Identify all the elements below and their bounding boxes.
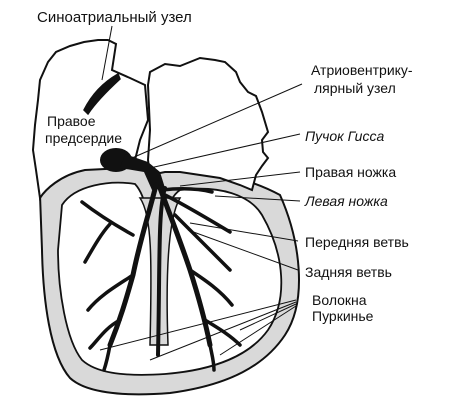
conduction-fibers (80, 182, 242, 372)
purkinje-label-line2: Пуркинье (312, 308, 374, 324)
right-atrium-label-line1: Правое (47, 113, 96, 129)
left-bundle-label: Левая ножка (305, 193, 388, 209)
leader-lines (99, 25, 303, 361)
av-node-label-line1: Атриовентрику- (311, 62, 413, 78)
av-node-label-line2: лярный узел (314, 80, 396, 96)
sa-node-label: Синоатриальный узел (37, 9, 192, 26)
anterior-branch-label: Передняя ветвь (305, 234, 409, 250)
purkinje-label-line1: Волокна (312, 292, 367, 308)
right-atrium-label-line2: предсердие (45, 130, 123, 146)
his-bundle-label: Пучок Гисса (305, 128, 385, 144)
posterior-branch-label: Задняя ветвь (305, 264, 392, 280)
his-bundle (120, 154, 165, 190)
sa-node (83, 72, 121, 116)
left-atrium-outline (146, 56, 270, 192)
right-bundle-label: Правая ножка (305, 164, 397, 180)
